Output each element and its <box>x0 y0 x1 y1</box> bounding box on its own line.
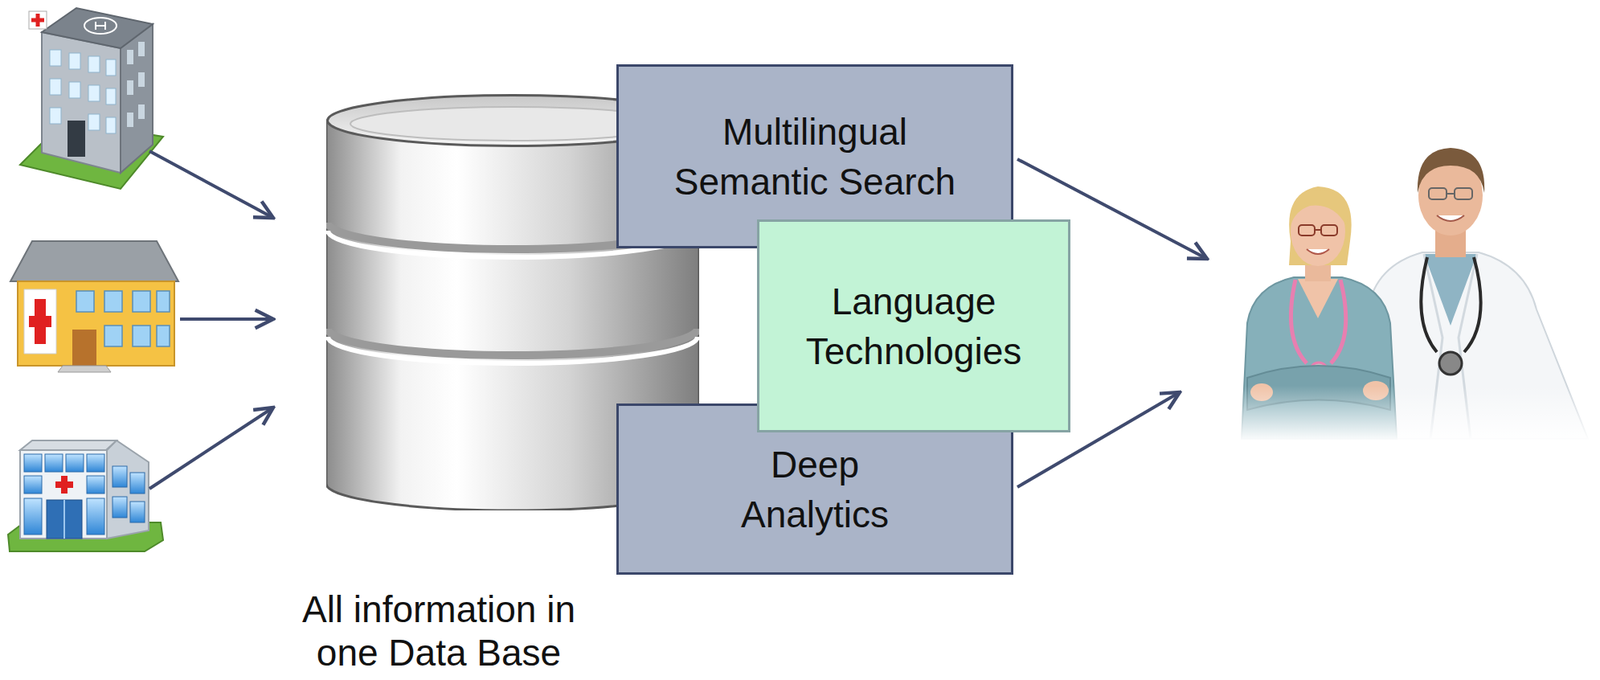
highlight-box: Language Technologies <box>757 219 1071 433</box>
box-label: Multilingual Semantic Search <box>654 106 976 207</box>
hospital-icon <box>8 440 164 552</box>
hospital-icon <box>20 8 164 189</box>
database-caption: All information in one Data Base <box>270 587 608 675</box>
hospital-icon <box>10 241 179 373</box>
doctors-photo <box>1191 147 1596 442</box>
box-label: Deep Analytics <box>710 439 920 540</box>
box-label: Language Technologies <box>785 276 1043 377</box>
